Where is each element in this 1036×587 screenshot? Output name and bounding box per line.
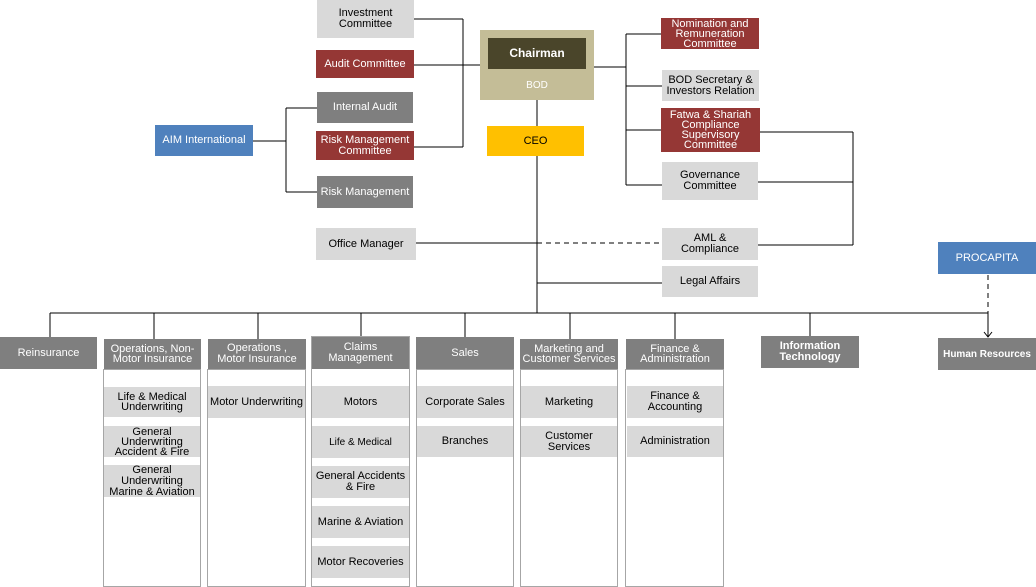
dept-information-technology: Information Technology	[761, 336, 859, 368]
chairman-label: Chairman	[488, 38, 586, 69]
sub-marketing: Marketing	[521, 386, 617, 418]
sub-general-underwriting-marine-aviation: General Underwriting Marine & Aviation	[104, 464, 200, 497]
sub-general-underwriting-accident-fire: General Underwriting Accident & Fire	[104, 426, 200, 457]
dept-marketing-customer-services: Marketing and Customer Services	[520, 339, 618, 369]
sub-claims-marine-aviation: Marine & Aviation	[312, 506, 409, 538]
sub-administration: Administration	[627, 426, 723, 457]
claims-column	[311, 336, 410, 587]
sub-life-medical-underwriting: Life & Medical Underwriting	[104, 387, 200, 417]
dept-reinsurance: Reinsurance	[0, 337, 97, 369]
sub-motor-underwriting: Motor Underwriting	[208, 386, 305, 418]
nomination-committee-box: Nomination and Remuneration Committee	[661, 18, 759, 49]
bod-secretary-box: BOD Secretary & Investors Relation	[662, 70, 759, 101]
fatwa-shariah-committee-box: Fatwa & Shariah Compliance Supervisory C…	[661, 108, 760, 152]
internal-audit-box: Internal Audit	[317, 92, 413, 123]
dept-finance-administration: Finance & Administration	[626, 339, 724, 369]
aml-compliance-box: AML & Compliance	[662, 228, 758, 260]
dept-sales: Sales	[416, 337, 514, 369]
risk-management-committee-box: Risk Management Committee	[316, 131, 414, 160]
dept-operations-non-motor: Operations, Non- Motor Insurance	[104, 339, 201, 369]
governance-committee-box: Governance Committee	[662, 162, 758, 200]
bod-label: BOD	[526, 79, 548, 91]
ceo-box: CEO	[487, 126, 584, 156]
procapita-box: PROCAPITA	[938, 242, 1036, 274]
sub-claims-general-accidents-fire: General Accidents & Fire	[312, 466, 409, 498]
sub-claims-life-medical: Life & Medical	[312, 426, 409, 458]
sub-finance-accounting: Finance & Accounting	[627, 386, 723, 418]
sub-branches: Branches	[417, 426, 513, 457]
sub-claims-motor-recoveries: Motor Recoveries	[312, 546, 409, 578]
legal-affairs-box: Legal Affairs	[662, 266, 758, 297]
audit-committee-box: Audit Committee	[316, 50, 414, 78]
office-manager-box: Office Manager	[316, 228, 416, 260]
dept-claims-management: Claims Management	[312, 337, 409, 369]
sub-corporate-sales: Corporate Sales	[417, 386, 513, 418]
chairman-bod-box: Chairman BOD	[480, 30, 594, 100]
sub-claims-motors: Motors	[312, 386, 409, 418]
dept-human-resources: Human Resources	[938, 338, 1036, 370]
sub-customer-services: Customer Services	[521, 426, 617, 457]
investment-committee-box: Investment Committee	[317, 0, 414, 38]
aim-international-box: AIM International	[155, 125, 253, 156]
risk-management-box: Risk Management	[317, 176, 413, 208]
dept-operations-motor: Operations , Motor Insurance	[208, 339, 306, 369]
